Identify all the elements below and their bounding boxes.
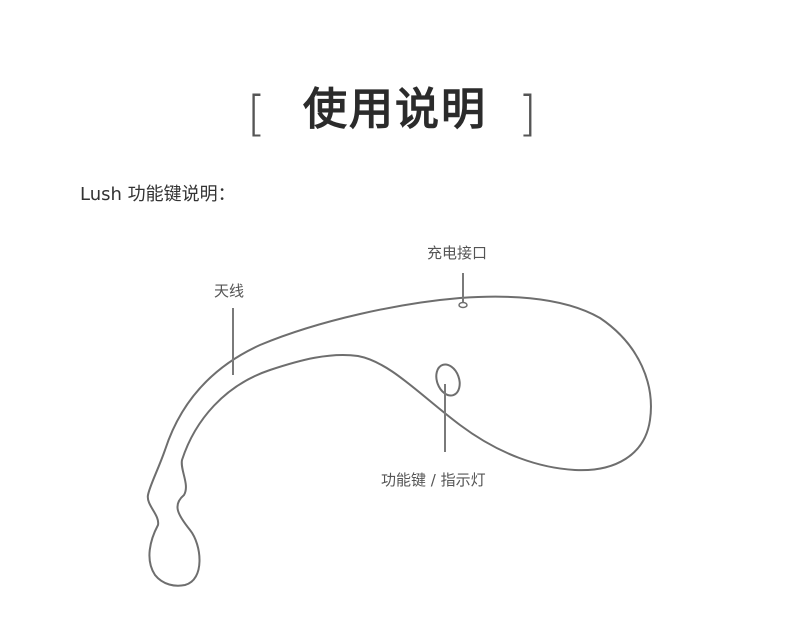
function-button-outline (435, 363, 461, 397)
device-outline (146, 295, 652, 587)
function-key-label: 功能键 / 指示灯 (381, 471, 486, 489)
charging-port-outline (458, 301, 468, 309)
title-bracket-left: [ (247, 86, 266, 142)
antenna-label: 天线 (214, 282, 245, 300)
section-heading: Lush 功能键说明： (80, 184, 236, 205)
charging-port-label: 充电接口 (427, 244, 488, 262)
page-title: 使用说明 (303, 84, 487, 135)
title-bracket-right: ] (518, 86, 537, 142)
